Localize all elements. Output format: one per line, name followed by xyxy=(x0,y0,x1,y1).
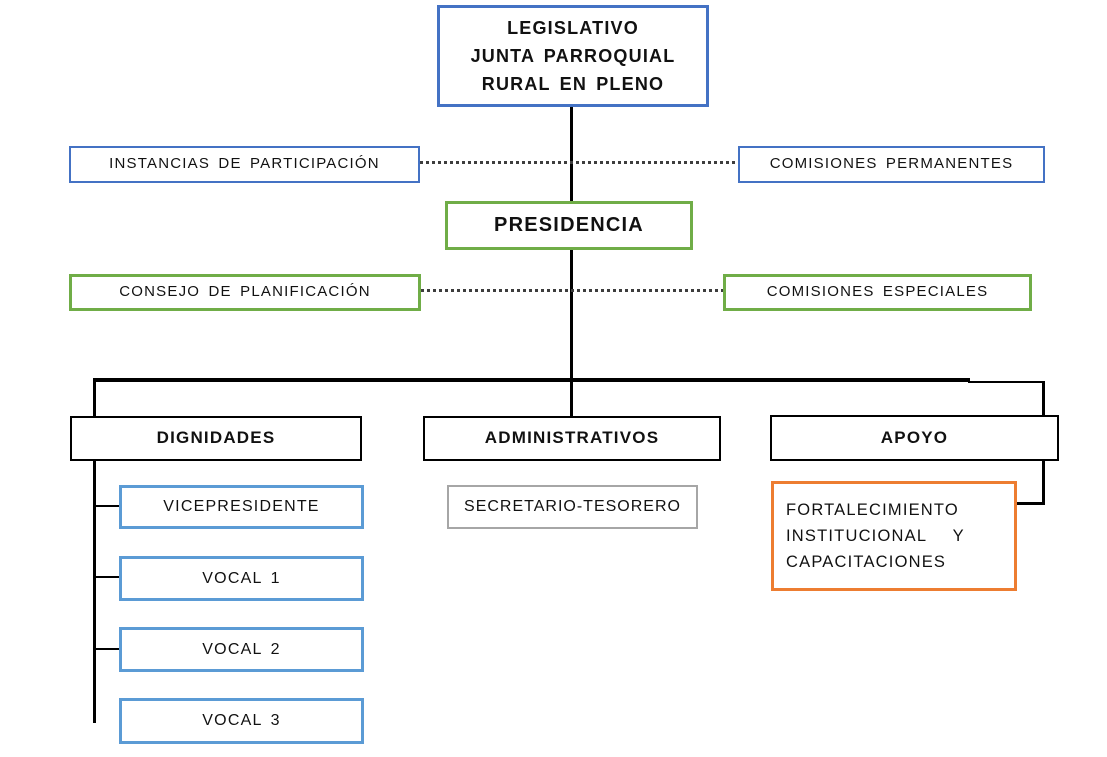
connector-tick-vocal2 xyxy=(96,648,120,650)
connector-legislativo-presidencia xyxy=(570,106,573,203)
connector-presidencia-spine xyxy=(570,249,573,381)
node-vocal-3: VOCAL 3 xyxy=(119,698,364,744)
node-dignidades: DIGNIDADES xyxy=(70,416,362,461)
connector-spine-horizontal xyxy=(93,378,970,382)
node-vocal-2: VOCAL 2 xyxy=(119,627,364,672)
node-comisiones-permanentes: COMISIONES PERMANENTES xyxy=(738,146,1045,183)
node-vocal-1: VOCAL 1 xyxy=(119,556,364,601)
node-comisiones-especiales: COMISIONES ESPECIALES xyxy=(723,274,1032,311)
connector-dotted-participacion-comisiones xyxy=(420,161,738,164)
connector-elbow-fortalecimiento xyxy=(1016,502,1045,505)
node-apoyo: APOYO xyxy=(770,415,1059,461)
node-legislativo-junta-parroquial: LEGISLATIVO JUNTA PARROQUIAL RURAL EN PL… xyxy=(437,5,709,107)
node-vicepresidente: VICEPRESIDENTE xyxy=(119,485,364,529)
connector-dignidades-rail xyxy=(93,460,96,723)
connector-drop-dignidades xyxy=(93,381,96,417)
node-administrativos: ADMINISTRATIVOS xyxy=(423,416,721,461)
node-consejo-de-planificacion: CONSEJO DE PLANIFICACIÓN xyxy=(69,274,421,311)
node-instancias-de-participacion: INSTANCIAS DE PARTICIPACIÓN xyxy=(69,146,420,183)
connector-drop-administrativos xyxy=(570,381,573,417)
node-secretario-tesorero: SECRETARIO-TESORERO xyxy=(447,485,698,529)
connector-dotted-consejo-comisiones xyxy=(421,289,723,292)
connector-tick-vocal1 xyxy=(96,576,120,578)
node-fortalecimiento-institucional: FORTALECIMIENTO INSTITUCIONAL Y CAPACITA… xyxy=(771,481,1017,591)
connector-tick-vicepresidente xyxy=(96,505,120,507)
connector-spine-step xyxy=(968,381,1045,383)
node-presidencia: PRESIDENCIA xyxy=(445,201,693,250)
